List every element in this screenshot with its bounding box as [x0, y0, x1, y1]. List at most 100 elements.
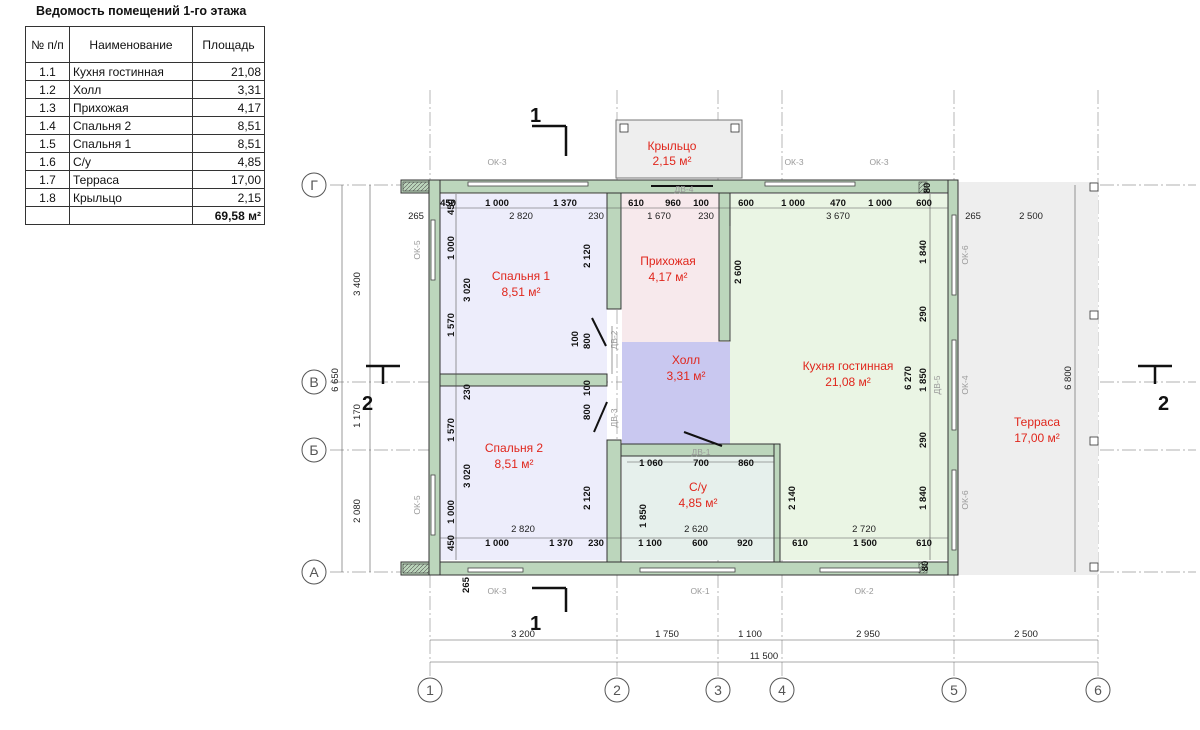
- room-name-kitchen: Кухня гостинная: [803, 359, 894, 373]
- bathroom-fill: [622, 456, 774, 560]
- section-1-top: 1: [530, 105, 541, 127]
- window-ok6-upper: [951, 214, 957, 296]
- label-ok2: ОК-2: [854, 586, 873, 596]
- axis-6: 6: [1094, 682, 1102, 698]
- dim-left-1: 3 400: [352, 272, 363, 296]
- dim-left-2: 1 170: [352, 404, 363, 428]
- axis-bubbles: [301, 172, 1111, 703]
- svg-text:1 000: 1 000: [485, 198, 509, 209]
- svg-text:1 500: 1 500: [853, 538, 877, 549]
- room-name-hallway: Прихожая: [640, 254, 696, 268]
- svg-text:230: 230: [698, 211, 714, 222]
- svg-text:2 820: 2 820: [511, 524, 535, 535]
- room-name-terrace: Терраса: [1014, 415, 1060, 429]
- row-area: 2,15: [192, 188, 265, 207]
- svg-text:2 120: 2 120: [582, 244, 593, 268]
- doors: [591, 185, 723, 447]
- svg-text:920: 920: [737, 538, 753, 549]
- label-ok5-lower: ОК-5: [412, 495, 422, 514]
- row-area: 21,08: [192, 62, 265, 81]
- row-name: Терраса: [69, 170, 193, 189]
- windows: [430, 181, 957, 573]
- dim-bottom-3: 1 100: [738, 629, 762, 640]
- row-no: 1.2: [25, 80, 70, 99]
- window-ok3-bottom: [467, 567, 524, 573]
- schedule-title: Ведомость помещений 1-го этажа: [36, 4, 247, 18]
- room-area-bedroom2: 8,51 м²: [495, 457, 534, 471]
- room-fills: [440, 119, 1098, 575]
- svg-text:470: 470: [830, 198, 846, 209]
- dim-right-total: 6 800: [1063, 366, 1074, 390]
- axis-4: 4: [778, 682, 786, 698]
- table-header-row: № п/п Наименование Площадь: [25, 26, 265, 63]
- total-area: 69,58 м²: [192, 206, 265, 225]
- label-dv4: ДВ-4: [675, 184, 694, 194]
- porch-fill: [615, 119, 743, 179]
- svg-text:1 000: 1 000: [446, 500, 457, 524]
- label-ok3-bottom: ОК-3: [487, 586, 506, 596]
- label-dv5: ДВ-5: [932, 375, 942, 394]
- kitchen-fill: [730, 194, 948, 560]
- svg-text:1 570: 1 570: [446, 313, 457, 337]
- row-name: Кухня гостинная: [69, 62, 193, 81]
- row-area: 4,17: [192, 98, 265, 117]
- svg-text:700: 700: [693, 458, 709, 469]
- door-dv3: [593, 401, 608, 433]
- svg-text:600: 600: [692, 538, 708, 549]
- svg-text:1 570: 1 570: [446, 418, 457, 442]
- svg-text:600: 600: [738, 198, 754, 209]
- row-no: 1.4: [25, 116, 70, 135]
- overall-dimensions: 3 200 1 750 1 100 2 950 2 500 11 500 3 4…: [330, 272, 1074, 662]
- label-dv2: ДВ-2: [609, 330, 619, 349]
- svg-text:2 120: 2 120: [582, 486, 593, 510]
- axis-1: 1: [426, 682, 434, 698]
- svg-text:1 370: 1 370: [549, 538, 573, 549]
- svg-text:265: 265: [408, 211, 424, 222]
- bedroom1-fill: [440, 194, 607, 374]
- svg-text:230: 230: [462, 384, 473, 400]
- svg-text:1 000: 1 000: [446, 236, 457, 260]
- svg-text:2 820: 2 820: [509, 211, 533, 222]
- header-area: Площадь: [192, 26, 265, 63]
- axis-g: Г: [310, 177, 318, 193]
- svg-text:450: 450: [446, 199, 457, 215]
- axis-v: В: [309, 374, 318, 390]
- table-total-row: 69,58 м²: [25, 206, 265, 225]
- room-name-porch: Крыльцо: [648, 139, 697, 153]
- svg-text:1 840: 1 840: [918, 240, 929, 264]
- svg-text:100: 100: [582, 380, 593, 396]
- window-ok1: [639, 567, 736, 573]
- interior-dimensions: 450 1 000 1 370 610 960 100 600 1 000 47…: [408, 183, 1043, 593]
- svg-text:2 620: 2 620: [684, 524, 708, 535]
- dimension-lines: [341, 185, 1098, 663]
- svg-text:960: 960: [665, 198, 681, 209]
- dim-bottom-5: 2 500: [1014, 629, 1038, 640]
- row-area: 3,31: [192, 80, 265, 99]
- terrace-fill: [958, 182, 1098, 575]
- window-ok5-lower: [430, 474, 436, 536]
- bedroom2-fill: [440, 386, 607, 560]
- wall-bath-right: [773, 443, 781, 563]
- room-area-hall: 3,31 м²: [667, 369, 706, 383]
- svg-text:600: 600: [916, 198, 932, 209]
- label-dv1: ДВ-1: [692, 447, 711, 457]
- svg-text:80: 80: [922, 183, 933, 194]
- hatch-marks: [402, 181, 928, 574]
- hall-fill: [622, 342, 730, 444]
- svg-text:6 270: 6 270: [903, 366, 914, 390]
- room-area-bathroom: 4,85 м²: [679, 496, 718, 510]
- label-ok6-lower: ОК-6: [960, 490, 970, 509]
- svg-text:1 100: 1 100: [638, 538, 662, 549]
- svg-text:3 020: 3 020: [462, 278, 473, 302]
- dim-bottom-2: 1 750: [655, 629, 679, 640]
- svg-text:2 600: 2 600: [733, 260, 744, 284]
- room-area-bedroom1: 8,51 м²: [502, 285, 541, 299]
- room-name-bedroom2: Спальня 2: [485, 441, 544, 455]
- svg-text:1 060: 1 060: [639, 458, 663, 469]
- wall-bedroom1-right: [606, 192, 622, 310]
- svg-text:2 720: 2 720: [852, 524, 876, 535]
